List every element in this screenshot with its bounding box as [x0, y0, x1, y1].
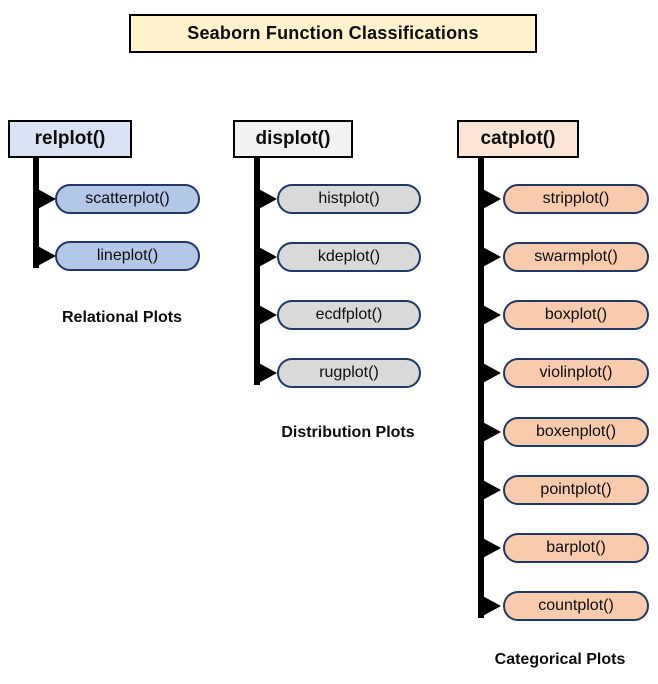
arrow-icon	[479, 361, 501, 385]
arrow-icon	[34, 244, 56, 268]
arrow-icon	[255, 361, 277, 385]
caption-categorical-plots: Categorical Plots	[494, 651, 626, 668]
arrow-icon	[255, 303, 277, 327]
node-scatterplot: scatterplot()	[55, 184, 200, 214]
header-relplot: relplot()	[8, 120, 132, 158]
arrow-icon	[34, 187, 56, 211]
node-boxplot: boxplot()	[503, 300, 649, 330]
arrow-icon	[479, 536, 501, 560]
node-boxenplot: boxenplot()	[503, 417, 649, 447]
connector-line-displot	[254, 156, 260, 385]
caption-relational-plots: Relational Plots	[61, 309, 183, 326]
node-ecdfplot: ecdfplot()	[277, 300, 421, 330]
node-violinplot: violinplot()	[503, 358, 649, 388]
connector-line-relplot	[33, 156, 39, 268]
node-lineplot: lineplot()	[55, 241, 200, 271]
arrow-icon	[479, 594, 501, 618]
node-barplot: barplot()	[503, 533, 649, 563]
connector-line-catplot	[478, 156, 484, 618]
arrow-icon	[479, 478, 501, 502]
node-histplot: histplot()	[277, 184, 421, 214]
arrow-icon	[479, 245, 501, 269]
node-pointplot: pointplot()	[503, 475, 649, 505]
node-stripplot: stripplot()	[503, 184, 649, 214]
node-swarmplot: swarmplot()	[503, 242, 649, 272]
arrow-icon	[479, 303, 501, 327]
arrow-icon	[255, 187, 277, 211]
title-box: Seaborn Function Classifications	[129, 14, 537, 53]
arrow-icon	[255, 245, 277, 269]
header-displot: displot()	[233, 120, 353, 158]
header-catplot: catplot()	[457, 120, 579, 158]
arrow-icon	[479, 187, 501, 211]
node-rugplot: rugplot()	[277, 358, 421, 388]
node-countplot: countplot()	[503, 591, 649, 621]
caption-distribution-plots: Distribution Plots	[281, 424, 415, 441]
diagram-title: Seaborn Function Classifications	[187, 23, 479, 43]
arrow-icon	[479, 420, 501, 444]
node-kdeplot: kdeplot()	[277, 242, 421, 272]
